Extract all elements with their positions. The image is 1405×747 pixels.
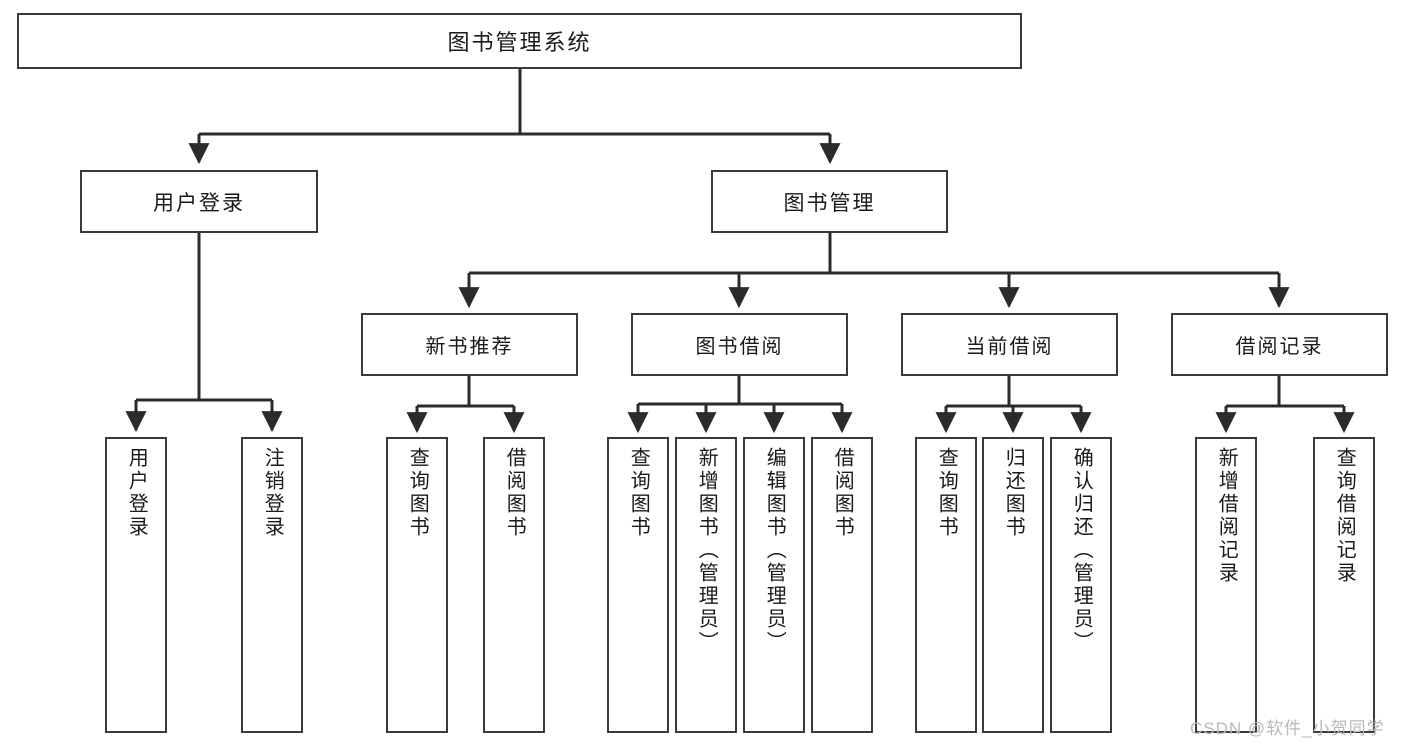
leaf-borrow-record-add-record[interactable]: 新增借阅记录 <box>1195 437 1257 733</box>
leaf-current-borrow-return-book[interactable]: 归还图书 <box>982 437 1044 733</box>
node-user-login[interactable]: 用户登录 <box>80 170 318 233</box>
node-book-management[interactable]: 图书管理 <box>711 170 948 233</box>
watermark: CSDN @软件_小贺同学 <box>1190 719 1385 738</box>
node-label: 用户登录 <box>125 447 148 539</box>
node-label: 借阅记录 <box>1235 336 1324 358</box>
leaf-current-borrow-query-book[interactable]: 查询图书 <box>915 437 977 733</box>
node-borrow-record[interactable]: 借阅记录 <box>1171 313 1388 376</box>
node-label: 图书管理系统 <box>447 30 592 55</box>
leaf-new-book-query-book[interactable]: 查询图书 <box>386 437 448 733</box>
node-label: 查询借阅记录 <box>1333 447 1356 585</box>
node-root-book-management-system[interactable]: 图书管理系统 <box>17 13 1022 69</box>
leaf-new-book-borrow-book[interactable]: 借阅图书 <box>483 437 545 733</box>
node-label: 当前借阅 <box>965 336 1054 358</box>
node-label: 图书管理 <box>783 191 876 215</box>
node-label: 图书借阅 <box>695 336 784 358</box>
leaf-user-login-logout[interactable]: 注销登录 <box>241 437 303 733</box>
node-label: 注销登录 <box>261 447 284 539</box>
node-label: 新增图书（管理员） <box>695 447 718 654</box>
node-label: 查询图书 <box>935 447 958 539</box>
node-label: 借阅图书 <box>503 447 526 539</box>
node-label: 归还图书 <box>1002 447 1025 539</box>
leaf-current-borrow-confirm-return-admin[interactable]: 确认归还（管理员） <box>1050 437 1112 733</box>
node-label: 借阅图书 <box>831 447 854 539</box>
leaf-book-borrow-query-book[interactable]: 查询图书 <box>607 437 669 733</box>
node-book-borrow[interactable]: 图书借阅 <box>631 313 848 376</box>
node-label: 查询图书 <box>627 447 650 539</box>
node-label: 用户登录 <box>153 191 245 215</box>
node-label: 查询图书 <box>406 447 429 539</box>
leaf-book-borrow-add-book-admin[interactable]: 新增图书（管理员） <box>675 437 737 733</box>
node-label: 新书推荐 <box>425 336 514 358</box>
leaf-book-borrow-edit-book-admin[interactable]: 编辑图书（管理员） <box>743 437 805 733</box>
node-label: 编辑图书（管理员） <box>763 447 786 654</box>
node-label: 新增借阅记录 <box>1215 447 1238 585</box>
leaf-borrow-record-query-record[interactable]: 查询借阅记录 <box>1313 437 1375 733</box>
leaf-book-borrow-borrow-book[interactable]: 借阅图书 <box>811 437 873 733</box>
node-new-book-recommend[interactable]: 新书推荐 <box>361 313 578 376</box>
node-label: 确认归还（管理员） <box>1070 447 1093 654</box>
leaf-user-login-login[interactable]: 用户登录 <box>105 437 167 733</box>
node-current-borrow[interactable]: 当前借阅 <box>901 313 1118 376</box>
